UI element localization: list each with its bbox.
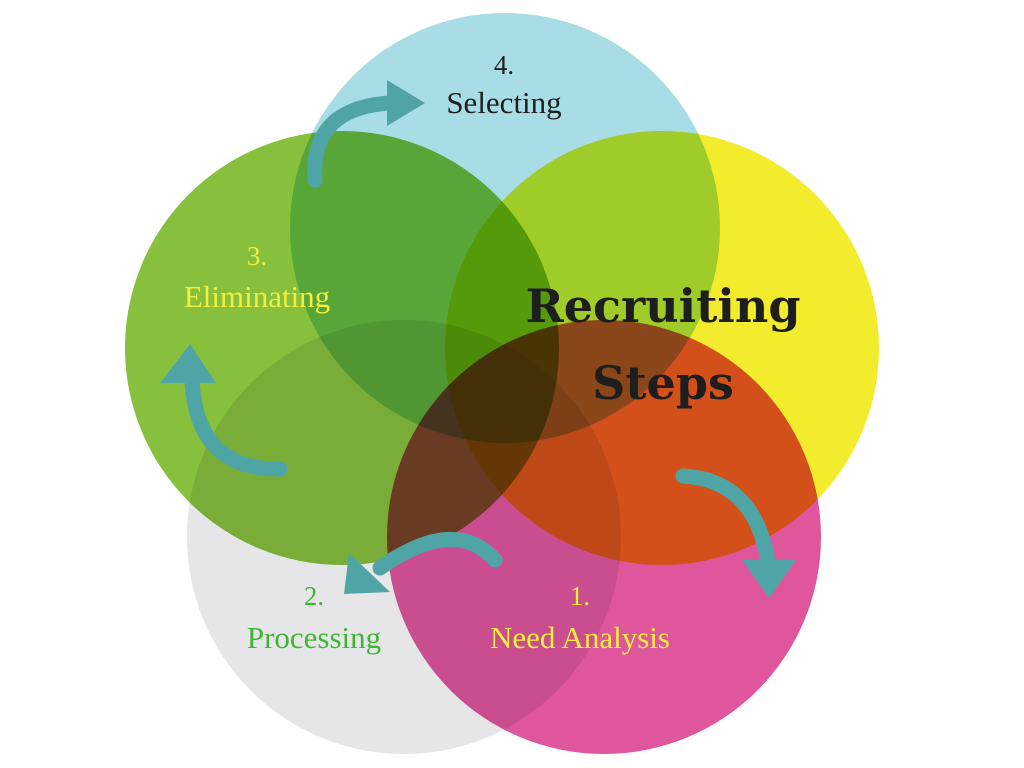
arrowhead bbox=[344, 553, 390, 594]
arrow-eliminating-to-selecting bbox=[307, 80, 425, 188]
arrow-shaft bbox=[307, 95, 398, 188]
arrow-shaft bbox=[372, 532, 503, 576]
arrowhead bbox=[160, 344, 216, 383]
diagram-title-line-1: Recruiting bbox=[526, 279, 801, 333]
arrows-group bbox=[160, 80, 796, 598]
labels-group: 4. Selecting 3. Eliminating 2. Processin… bbox=[184, 50, 801, 655]
arrowhead bbox=[387, 80, 425, 126]
arrow-shaft bbox=[675, 468, 776, 570]
arrow-need-analysis-to-processing bbox=[344, 532, 503, 594]
step-4-label: Selecting bbox=[446, 85, 561, 120]
circles-group bbox=[125, 13, 879, 754]
step-2-number: 2. bbox=[304, 581, 324, 611]
step-3-label: Eliminating bbox=[184, 279, 330, 314]
arrowhead bbox=[742, 560, 796, 598]
step-1-label: Need Analysis bbox=[490, 620, 670, 655]
step-1-number: 1. bbox=[570, 581, 590, 611]
arrow-processing-to-eliminating bbox=[160, 344, 288, 477]
arrow-shaft bbox=[184, 372, 288, 477]
step-3-number: 3. bbox=[247, 241, 267, 271]
diagram-title-line-2: Steps bbox=[592, 356, 734, 410]
circle-title bbox=[445, 131, 879, 565]
step-2-label: Processing bbox=[247, 620, 381, 655]
arrow-title-to-need-analysis bbox=[675, 468, 796, 598]
step-4-number: 4. bbox=[494, 50, 514, 80]
